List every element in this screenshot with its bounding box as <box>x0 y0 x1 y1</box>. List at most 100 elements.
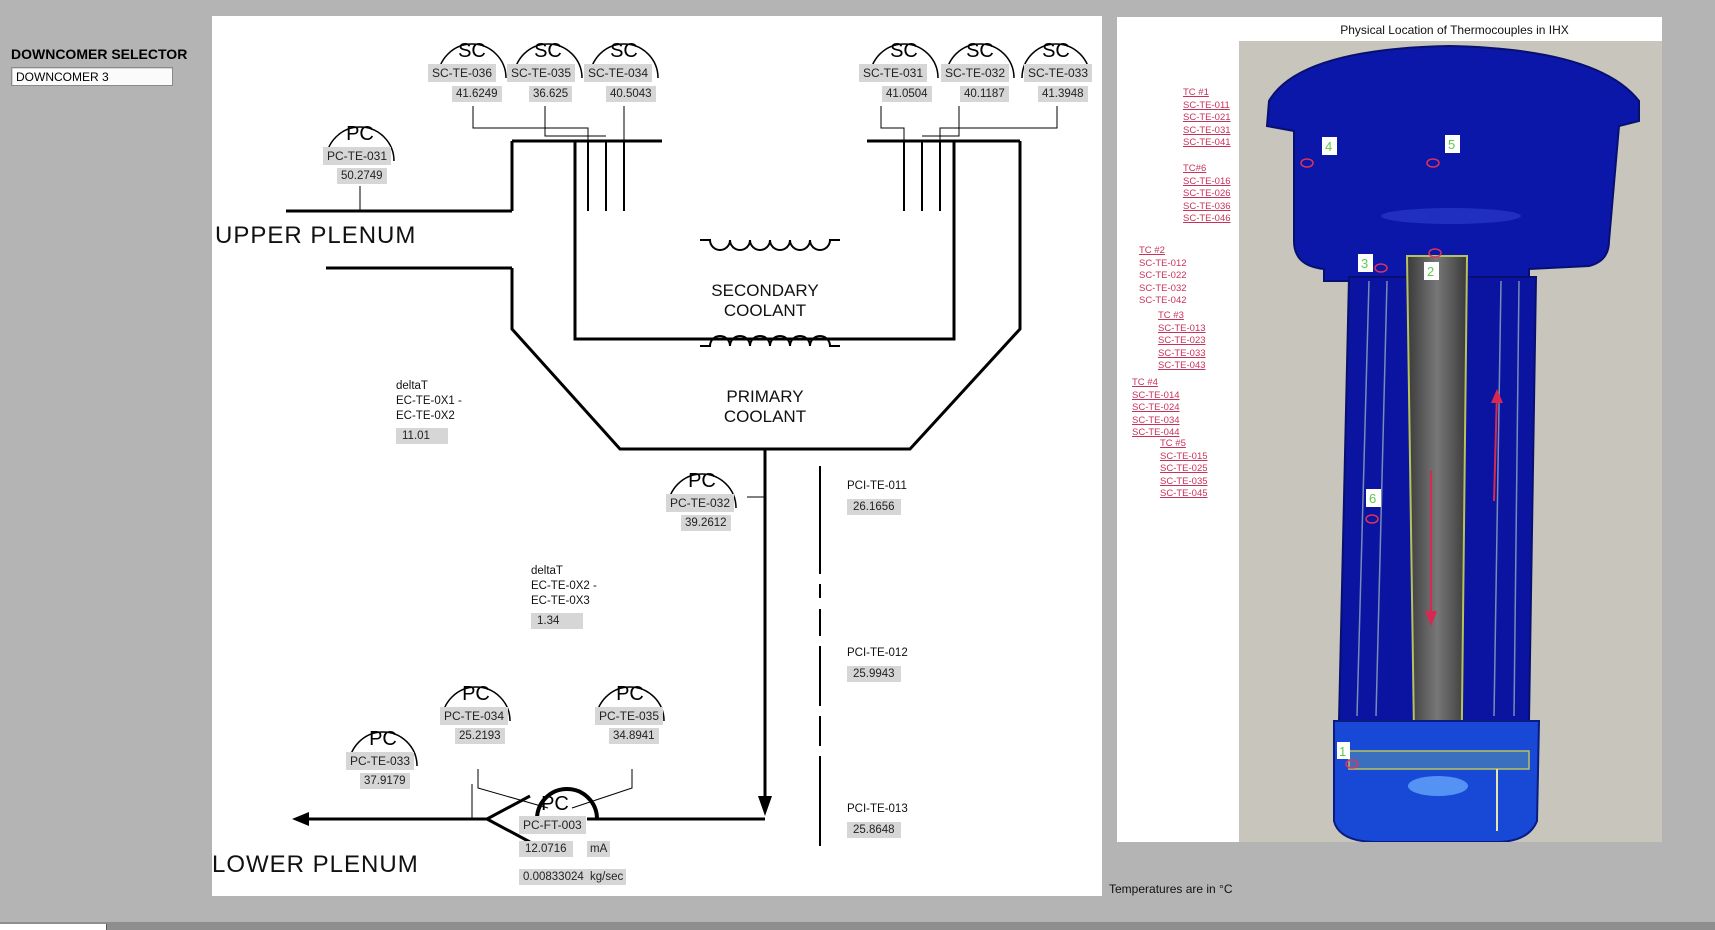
sensor-head: SC <box>610 40 638 62</box>
tc-group-4: TC #4 SC-TE-014 SC-TE-024 SC-TE-034 SC-T… <box>1132 377 1180 440</box>
tc-item: SC-TE-045 <box>1160 488 1208 499</box>
sensor-name: PC-TE-032 <box>666 494 735 512</box>
delta-t-line1: EC-TE-0X1 - <box>396 395 462 407</box>
sensor-head: SC <box>1042 40 1070 62</box>
bottom-scrollbar[interactable] <box>0 922 1715 930</box>
sensor-value: 36.625 <box>529 86 573 102</box>
tc-group-title: TC#6 <box>1183 163 1207 174</box>
marker-5-label: 5 <box>1448 137 1455 152</box>
delta-t-title: deltaT <box>396 380 428 392</box>
sensor-name: PC-FT-003 <box>519 816 586 834</box>
tc-group-5: TC #5 SC-TE-015 SC-TE-025 SC-TE-035 SC-T… <box>1160 438 1208 501</box>
tc-item: SC-TE-034 <box>1132 414 1180 426</box>
sensor-head: PC <box>688 470 716 492</box>
lower-plenum-label: LOWER PLENUM <box>212 851 419 878</box>
down-arrow-icon <box>1425 611 1437 626</box>
tc-item: SC-TE-021 <box>1183 112 1231 123</box>
tc-item: SC-TE-046 <box>1183 213 1231 224</box>
marker-2-label: 2 <box>1427 264 1434 279</box>
sensor-value: 40.5043 <box>606 86 656 102</box>
delta-t-line1: EC-TE-0X2 - <box>531 580 597 592</box>
ihx-cutaway-image: 1 2 3 4 5 6 <box>1239 41 1662 842</box>
delta-t-value: 11.01 <box>396 428 448 444</box>
pci-sensor-value: 25.8648 <box>847 822 901 838</box>
pci-sensor-name: PCI-TE-013 <box>847 803 908 815</box>
sensor-name: SC-TE-034 <box>584 64 653 82</box>
sensor-value: 34.8941 <box>609 728 659 744</box>
sensor-name: SC-TE-036 <box>428 64 497 82</box>
sensor-value: 41.6249 <box>452 86 502 102</box>
pci-sensor-value: 25.9943 <box>847 666 901 682</box>
sensor-name: SC-TE-032 <box>941 64 1010 82</box>
sensor-head: SC <box>966 40 994 62</box>
downcomer-selector-label: DOWNCOMER SELECTOR <box>11 46 188 62</box>
downcomer-selector-input[interactable]: DOWNCOMER 3 <box>11 67 173 86</box>
ihx-cutaway-drawing: 1 2 3 4 5 6 <box>1265 44 1640 842</box>
delta-t-value: 1.34 <box>531 613 583 629</box>
sensor-head: PC <box>369 728 397 750</box>
secondary-coil <box>700 239 840 251</box>
thermocouple-location-panel: Physical Location of Thermocouples in IH… <box>1117 17 1662 842</box>
secondary-coolant-label: SECONDARY COOLANT <box>695 281 835 321</box>
tc-item: SC-TE-035 <box>1160 475 1208 487</box>
units-note: Temperatures are in °C <box>1109 882 1233 896</box>
sensor-value: 39.2612 <box>681 515 731 531</box>
tc-group-2: TC #2 SC-TE-012 SC-TE-022 SC-TE-032 SC-T… <box>1139 245 1187 308</box>
sensor-head: PC <box>346 123 374 145</box>
tc-group-1: TC #1 SC-TE-011 SC-TE-021 SC-TE-031 SC-T… <box>1183 87 1231 150</box>
bottom-tab[interactable] <box>0 924 107 930</box>
sensor-value: 25.2193 <box>455 728 505 744</box>
sensor-head: PC <box>462 683 490 705</box>
marker-4-label: 4 <box>1325 139 1332 154</box>
downcomer-arrow-icon <box>758 796 772 816</box>
tc-group-3: TC #3 SC-TE-013 SC-TE-023 SC-TE-033 SC-T… <box>1158 310 1206 373</box>
tc-item: SC-TE-023 <box>1158 335 1206 346</box>
primary-coolant-label: PRIMARY COOLANT <box>695 387 835 427</box>
flow-current-value: 12.0716 <box>519 841 573 857</box>
tc-item: SC-TE-012 <box>1139 257 1187 269</box>
secondary-coolant-line2: COOLANT <box>723 301 807 320</box>
sensor-name: SC-TE-035 <box>507 64 576 82</box>
sensor-value: 41.3948 <box>1038 86 1088 102</box>
tc-item: SC-TE-036 <box>1183 200 1231 212</box>
sensor-name: SC-TE-033 <box>1024 64 1093 82</box>
tc-item: SC-TE-041 <box>1183 137 1231 148</box>
pci-sensor-name: PCI-TE-012 <box>847 647 908 659</box>
tc-item: SC-TE-013 <box>1158 322 1206 334</box>
flow-rate-unit: kg/sec <box>587 869 627 885</box>
tc-item: SC-TE-016 <box>1183 175 1231 187</box>
tc-item: SC-TE-032 <box>1139 282 1187 294</box>
sensor-head: SC <box>890 40 918 62</box>
lower-plenum-arrow-icon <box>292 812 309 826</box>
tc-item: SC-TE-044 <box>1132 427 1180 438</box>
sensor-name: PC-TE-033 <box>346 752 415 770</box>
up-arrow-icon <box>1491 389 1503 403</box>
flow-rate-value: 0.00833024 <box>519 869 588 885</box>
sensor-head: SC <box>458 40 486 62</box>
process-diagram: UPPER PLENUM LOWER PLENUM SECONDARY COOL… <box>212 16 1102 896</box>
sensor-value: 37.9179 <box>360 773 410 789</box>
sensor-name: SC-TE-031 <box>859 64 928 82</box>
diagram-lines <box>286 43 1091 846</box>
sensor-name: PC-TE-034 <box>440 707 509 725</box>
tc-item: SC-TE-043 <box>1158 360 1206 371</box>
tc-item: SC-TE-024 <box>1132 402 1180 413</box>
sensor-name: PC-TE-031 <box>323 147 392 165</box>
sensor-value: 50.2749 <box>337 168 387 184</box>
sensor-head: PC <box>616 683 644 705</box>
tc-group-6: TC#6 SC-TE-016 SC-TE-026 SC-TE-036 SC-TE… <box>1183 163 1231 226</box>
primary-coolant-line2: COOLANT <box>723 407 807 426</box>
upper-plenum-label: UPPER PLENUM <box>215 222 417 249</box>
marker-3-label: 3 <box>1361 256 1368 271</box>
tc-item: SC-TE-031 <box>1183 124 1231 136</box>
tc-item: SC-TE-042 <box>1139 295 1187 306</box>
pci-sensor-value: 26.1656 <box>847 499 901 515</box>
delta-t-line2: EC-TE-0X3 <box>531 595 590 607</box>
tc-item: SC-TE-015 <box>1160 450 1208 462</box>
tc-group-title: TC #2 <box>1139 245 1165 256</box>
tc-item: SC-TE-025 <box>1160 463 1208 474</box>
sensor-head: SC <box>534 40 562 62</box>
tc-item: SC-TE-033 <box>1158 347 1206 359</box>
secondary-coolant-line1: SECONDARY <box>711 281 819 300</box>
pci-sensor-name: PCI-TE-011 <box>847 480 907 492</box>
